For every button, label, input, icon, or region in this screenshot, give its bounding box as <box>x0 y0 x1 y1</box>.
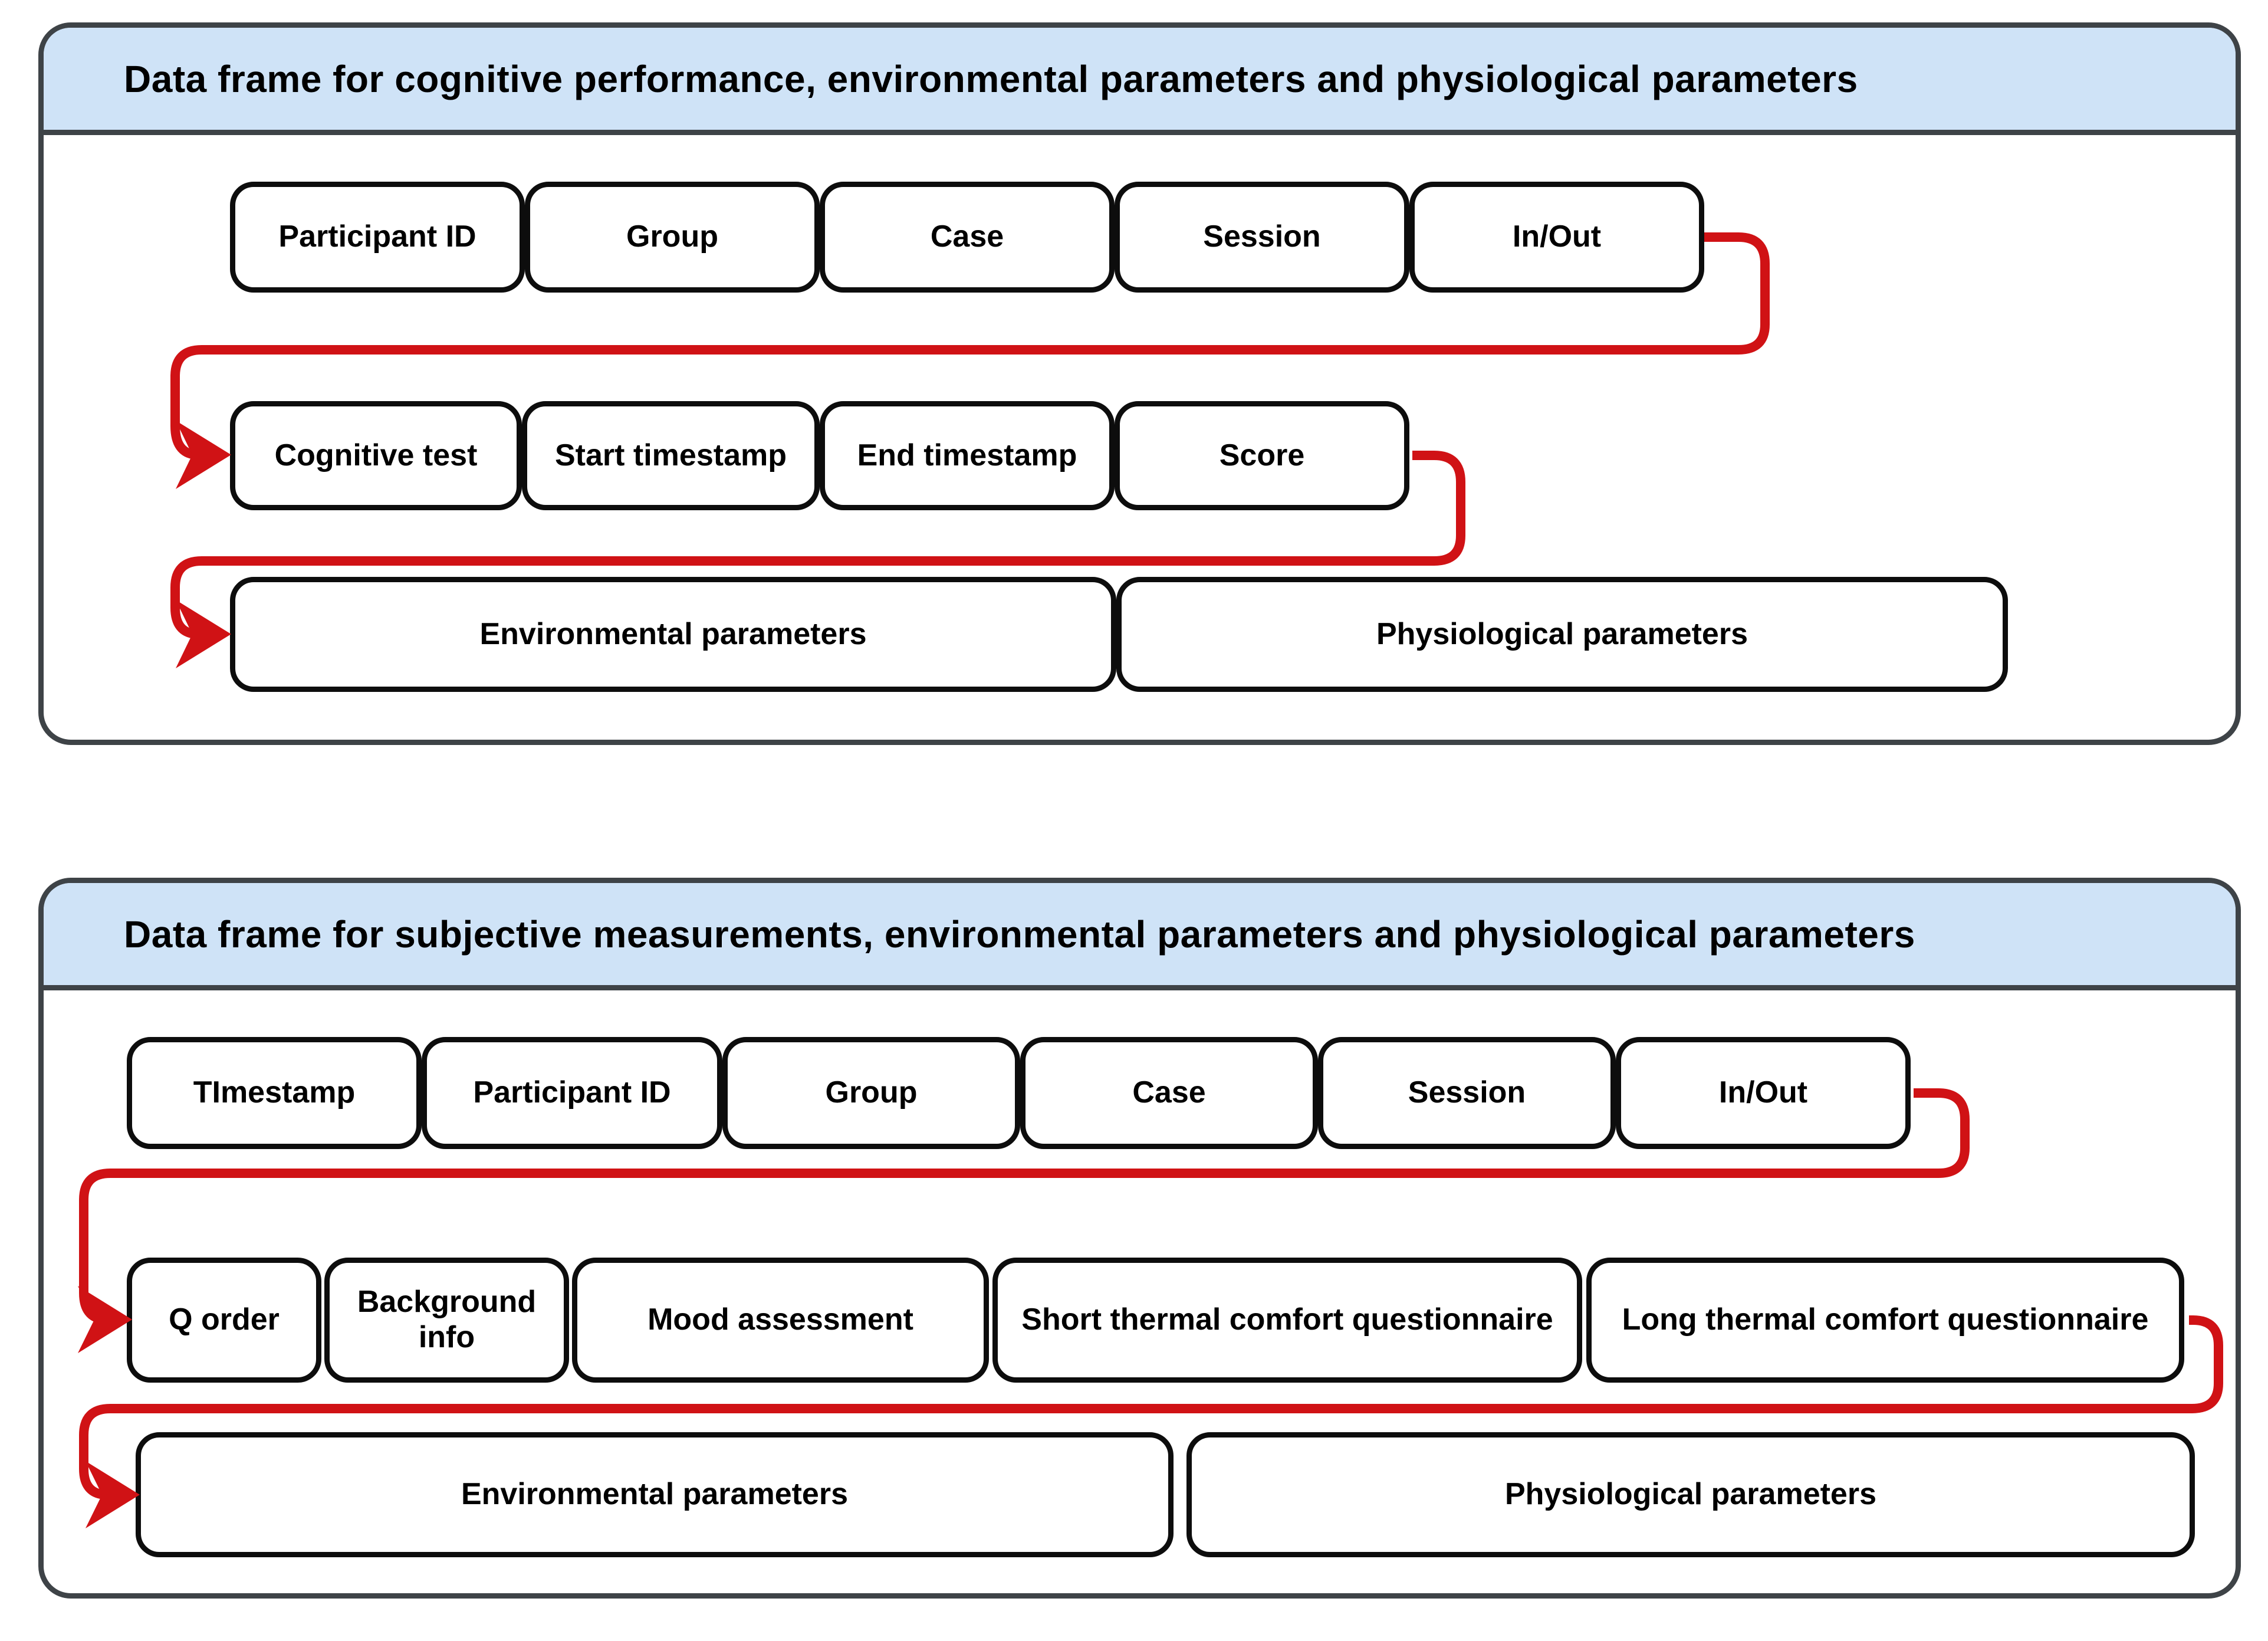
field-environmental-parameters: Environmental parameters <box>230 577 1116 692</box>
field-physiological-parameters: Physiological parameters <box>1186 1432 2195 1557</box>
field-session: Session <box>1115 182 1409 293</box>
field-session: Session <box>1318 1037 1616 1149</box>
field-group: Group <box>525 182 820 293</box>
panel-header: Data frame for subjective measurements, … <box>44 883 2236 990</box>
field-score: Score <box>1115 401 1409 510</box>
field-participant-id: Participant ID <box>422 1037 722 1149</box>
field-case: Case <box>820 182 1115 293</box>
field-participant-id: Participant ID <box>230 182 525 293</box>
field-mood-assessment: Mood assessment <box>572 1258 989 1383</box>
field-end-timestamp: End timestamp <box>820 401 1115 510</box>
field-group: Group <box>722 1037 1020 1149</box>
field-background-info: Background info <box>324 1258 569 1383</box>
panel-title: Data frame for subjective measurements, … <box>124 913 1915 956</box>
panel-cognitive-dataframe: Data frame for cognitive performance, en… <box>38 22 2241 745</box>
field-cognitive-test: Cognitive test <box>230 401 522 510</box>
field-in-out: In/Out <box>1409 182 1704 293</box>
field-q-order: Q order <box>127 1258 321 1383</box>
field-start-timestamp: Start timestamp <box>522 401 820 510</box>
field-long-thermal-comfort-questionnaire: Long thermal comfort questionnaire <box>1586 1258 2184 1383</box>
field-short-thermal-comfort-questionnaire: Short thermal comfort questionnaire <box>992 1258 1582 1383</box>
panel-header: Data frame for cognitive performance, en… <box>44 28 2236 135</box>
panel-title: Data frame for cognitive performance, en… <box>124 57 1858 100</box>
field-timestamp: TImestamp <box>127 1037 422 1149</box>
field-case: Case <box>1020 1037 1318 1149</box>
field-physiological-parameters: Physiological parameters <box>1116 577 2008 692</box>
panel-subjective-dataframe: Data frame for subjective measurements, … <box>38 878 2241 1599</box>
field-environmental-parameters: Environmental parameters <box>136 1432 1174 1557</box>
field-in-out: In/Out <box>1616 1037 1911 1149</box>
